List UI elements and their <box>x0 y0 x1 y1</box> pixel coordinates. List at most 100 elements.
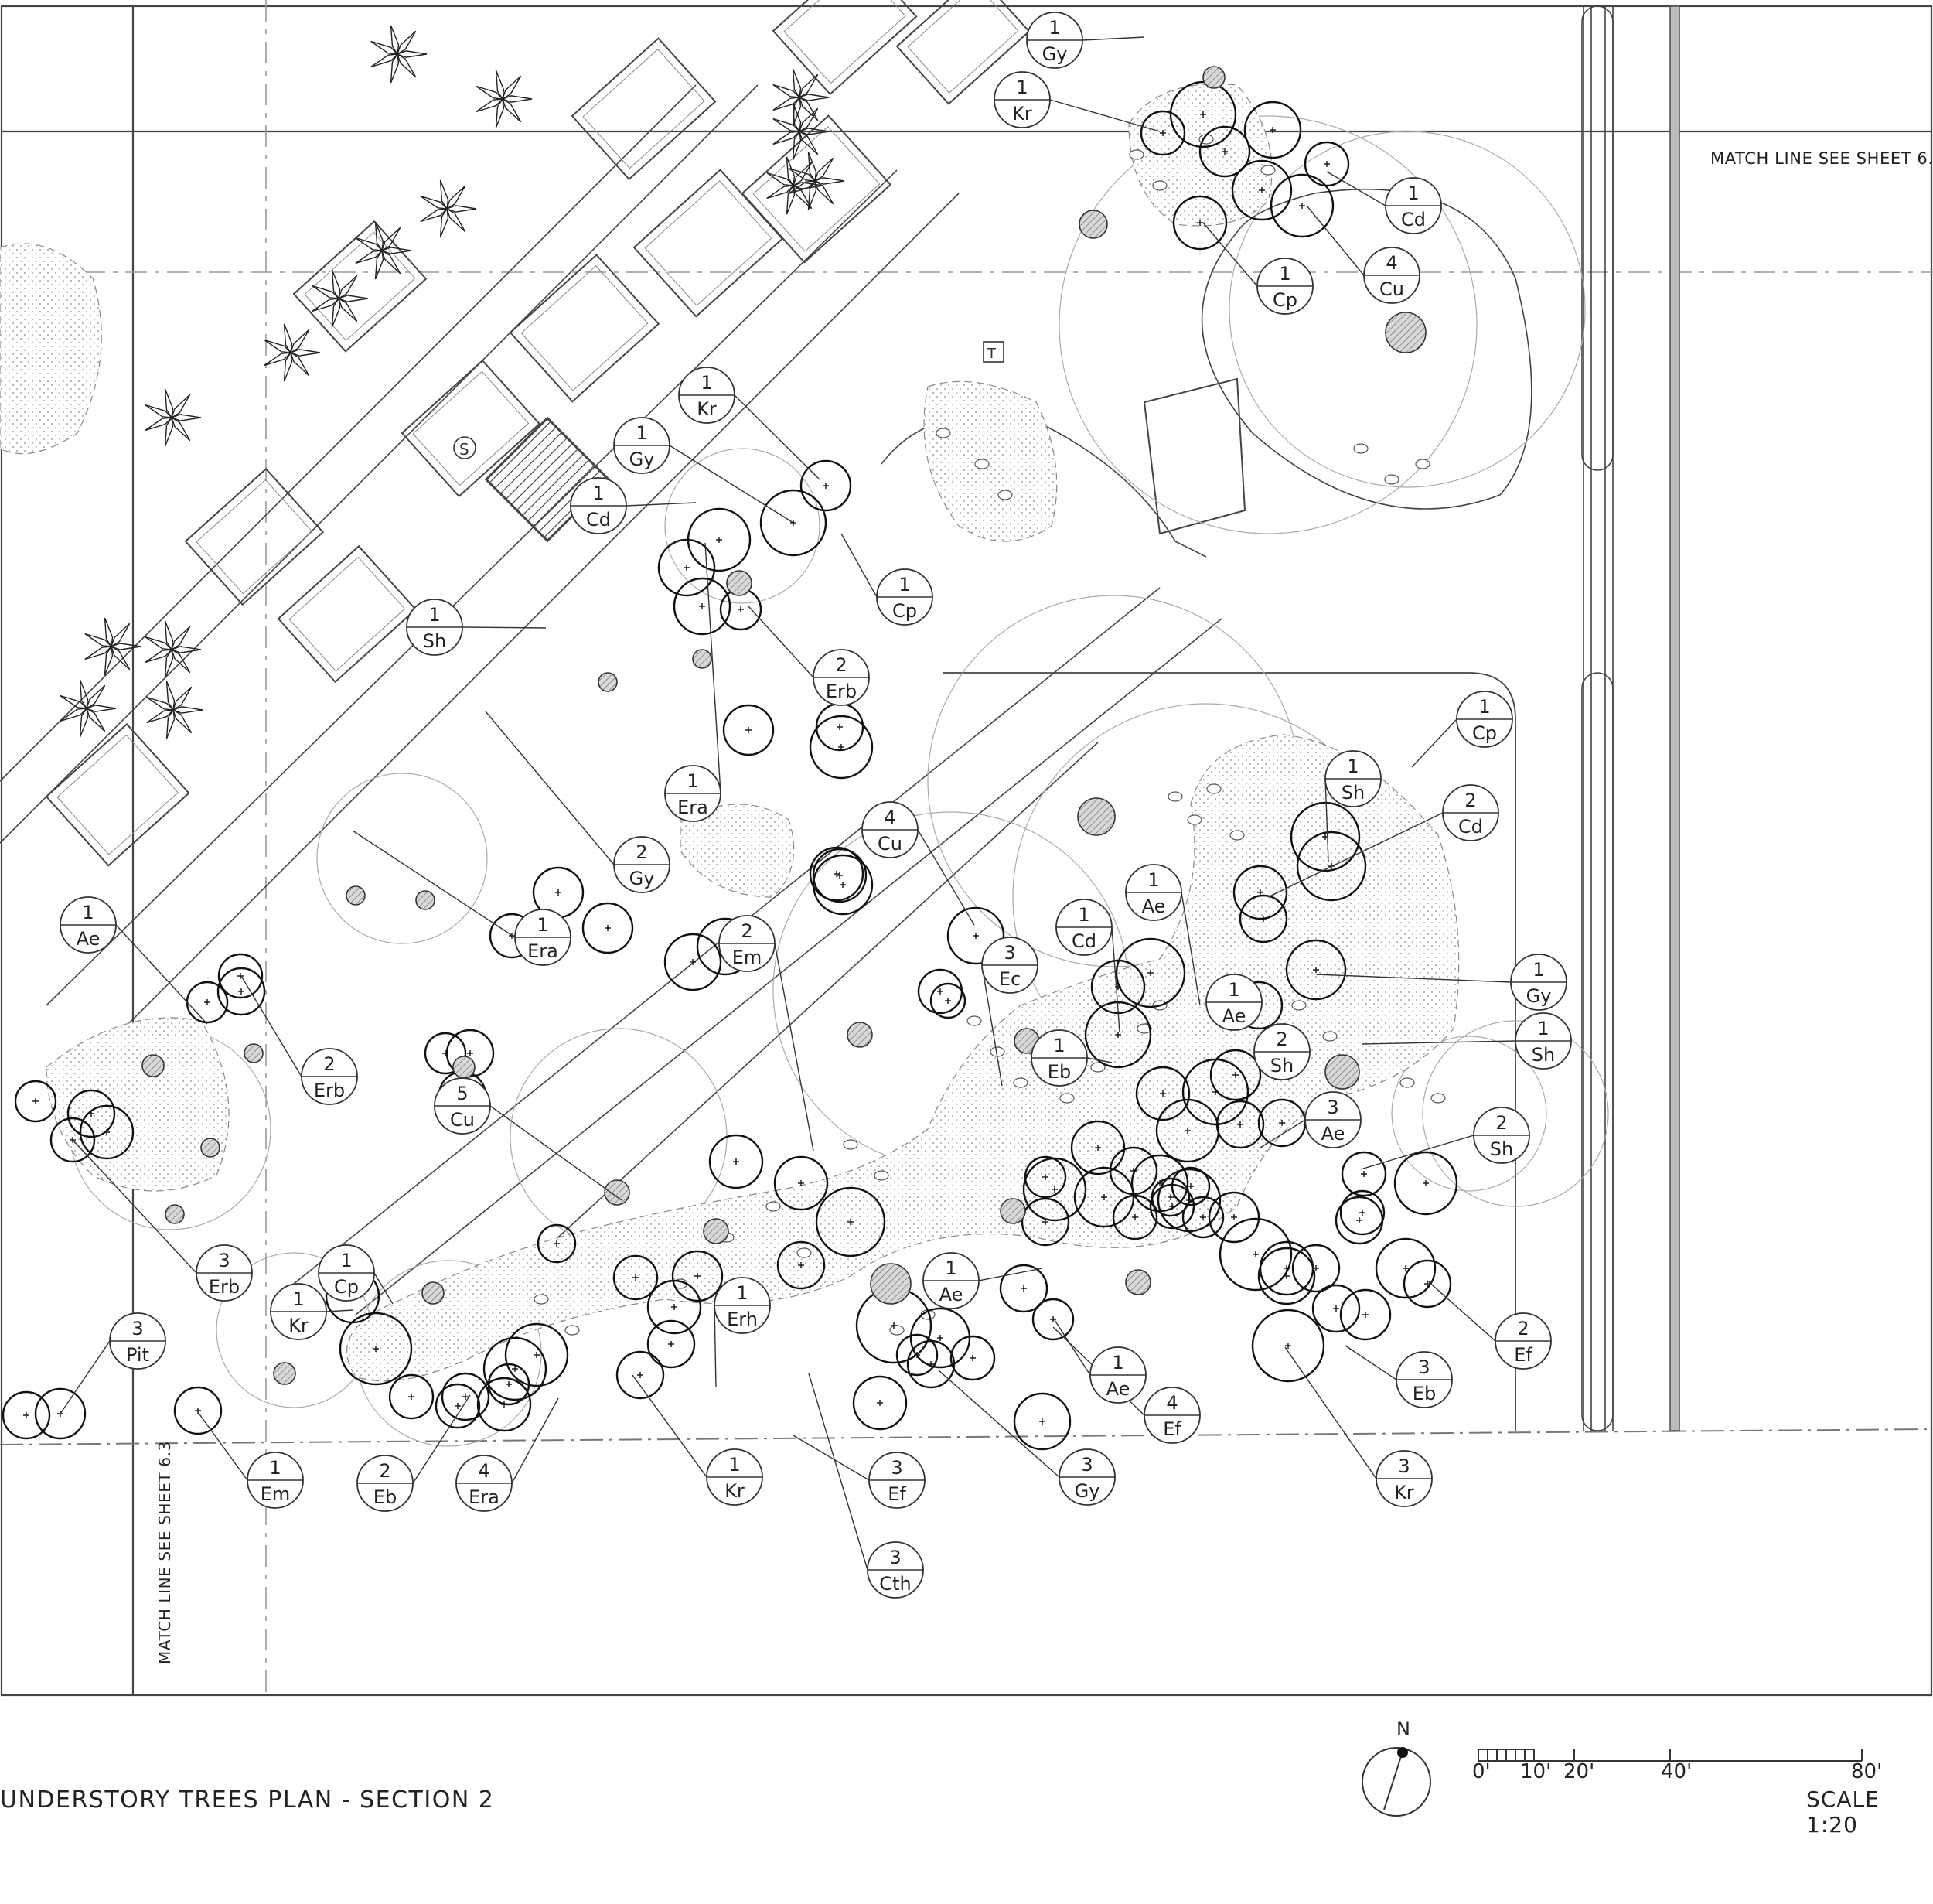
understory-tree <box>1149 1183 1195 1230</box>
plant-tag-quantity: 1 <box>1053 1035 1065 1056</box>
understory-tree <box>1339 1288 1392 1341</box>
plant-tag-species-code: Ae <box>77 928 101 950</box>
road-edge <box>46 169 898 1006</box>
boulder <box>843 1139 858 1150</box>
understory-tree <box>1339 1189 1386 1236</box>
palm-icon <box>788 152 845 210</box>
plant-tag-species-code: Cd <box>1401 209 1426 230</box>
plant-tags: 1Gy1Kr1Cd1Cp4Cu1Kr1Gy1Cd1Cp1Sh2Erb1Era2G… <box>60 12 1572 1599</box>
existing-tree <box>1000 1198 1026 1224</box>
boulder <box>1229 830 1245 841</box>
plant-tag: 1Ae <box>1125 864 1182 921</box>
plant-tag-species-code: Sh <box>423 630 446 652</box>
boulder <box>997 490 1013 500</box>
understory-tree <box>487 1363 530 1406</box>
plant-tag-quantity: 1 <box>1347 756 1359 777</box>
understory-tree <box>1311 1284 1361 1333</box>
plant-tag-quantity: 1 <box>636 422 647 444</box>
palm-icon <box>146 681 203 739</box>
plant-tag-quantity: 1 <box>701 372 712 394</box>
plant-tag-species-code: Kr <box>1394 1482 1414 1503</box>
plant-tag-quantity: 1 <box>269 1457 281 1479</box>
understory-tree <box>1231 159 1293 221</box>
existing-tree <box>726 570 752 596</box>
existing-tree <box>346 885 366 906</box>
plant-tag: 5Cu <box>434 1077 491 1135</box>
boulder <box>1415 459 1430 469</box>
plant-tag-quantity: 1 <box>728 1454 740 1476</box>
palm-icon <box>84 617 141 676</box>
plant-tag: 1Ae <box>922 1252 980 1309</box>
plant-tag-species-code: Ae <box>939 1284 963 1305</box>
palm-icon <box>772 102 830 161</box>
plant-tag: 1Em <box>247 1452 304 1509</box>
understory-tree <box>537 1223 577 1264</box>
understory-tree <box>663 933 722 991</box>
planting-bed <box>46 1017 230 1192</box>
understory-tree <box>1270 173 1335 238</box>
plant-tag-species-code: Ae <box>1222 1005 1246 1027</box>
understory-tree <box>1070 1120 1126 1175</box>
plant-tag-quantity: 2 <box>636 841 647 863</box>
existing-tree <box>244 1043 264 1063</box>
building-footprint <box>184 467 325 606</box>
understory-tree <box>929 982 966 1019</box>
building-footprint <box>45 722 190 867</box>
boulder <box>1322 1031 1338 1042</box>
boulder <box>1260 165 1276 176</box>
existing-tree <box>415 890 435 910</box>
existing-canopy <box>664 448 820 604</box>
plant-tag-quantity: 3 <box>1398 1455 1410 1477</box>
plant-tag-species-code: Erh <box>727 1309 758 1330</box>
plant-tag-species-code: Ae <box>1142 896 1166 917</box>
plant-tag: 1Cp <box>876 568 933 626</box>
plant-tag-quantity: 1 <box>1279 263 1290 285</box>
plant-tag: 1Gy <box>1026 12 1083 69</box>
plant-tag: 3Gy <box>1059 1448 1116 1506</box>
understory-tree <box>1219 1217 1293 1292</box>
existing-tree <box>1385 312 1427 353</box>
plant-tag-quantity: 1 <box>1537 1018 1549 1039</box>
svg-text:T: T <box>987 346 997 362</box>
boulder <box>1013 1077 1028 1088</box>
plant-tag-species-code: Kr <box>697 398 717 420</box>
plant-tag: 1Ae <box>1205 974 1263 1031</box>
understory-tree <box>1112 1194 1158 1240</box>
understory-tree <box>815 1186 886 1257</box>
building-footprint <box>292 220 428 353</box>
existing-canopy <box>316 773 488 944</box>
plant-tag-species-code: Ef <box>888 1483 906 1505</box>
understory-tree <box>1259 1240 1314 1296</box>
understory-tree <box>1171 1166 1211 1206</box>
understory-tree <box>1181 1196 1225 1239</box>
median-north <box>1581 5 1614 471</box>
understory-tree <box>657 538 716 597</box>
plant-tag: 2Sh <box>1473 1107 1530 1164</box>
plant-tag-species-code: Erb <box>209 1276 240 1298</box>
road-edge <box>355 618 1222 1315</box>
plant-tag: 2Cd <box>1442 784 1499 841</box>
plant-tag: 2Sh <box>1253 1023 1311 1080</box>
understory-tree <box>217 953 264 999</box>
palm-icon <box>766 156 823 215</box>
understory-tree <box>504 1322 569 1387</box>
plant-tag-quantity: 2 <box>1517 1318 1529 1339</box>
plant-tag: 1Gy <box>1510 954 1567 1011</box>
understory-tree <box>1375 1237 1437 1299</box>
plant-tag-quantity: 2 <box>379 1460 390 1482</box>
plant-tag: 1Eb <box>1031 1029 1088 1087</box>
boulder <box>796 1247 812 1258</box>
existing-tree <box>452 1056 476 1079</box>
plant-tag-species-code: Gy <box>629 449 655 470</box>
plant-tag: 3Ae <box>1304 1091 1362 1148</box>
plant-tag: 4Ef <box>1144 1387 1201 1444</box>
plant-tag: 2Ef <box>1495 1312 1552 1370</box>
boulder <box>1059 1093 1075 1104</box>
plant-tag: 4Cu <box>1363 247 1420 304</box>
kiosk <box>1143 377 1246 535</box>
understory-tree <box>917 968 963 1015</box>
plant-tag-quantity: 1 <box>1112 1352 1123 1373</box>
plant-tag-species-code: Gy <box>1075 1480 1100 1502</box>
understory-tree <box>1021 1197 1070 1247</box>
